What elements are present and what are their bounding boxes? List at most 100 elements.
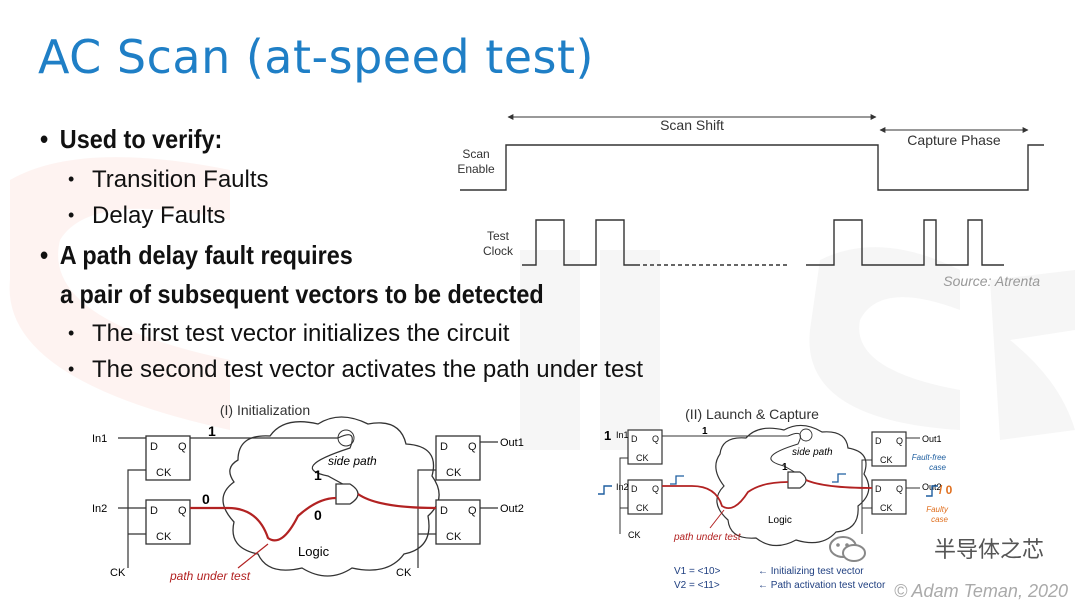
flop-ck-label: CK <box>636 503 649 513</box>
flop-ck-label: CK <box>880 503 893 513</box>
flop-d-label: D <box>150 505 158 517</box>
scan-shift-label: Scan Shift <box>660 117 724 133</box>
fault-value: / 0 <box>939 483 952 497</box>
test-clock-label-2: Clock <box>483 244 514 258</box>
side-path-label: side path <box>328 454 377 468</box>
ck-label-right: CK <box>396 567 412 579</box>
value-top: 1 <box>702 426 708 437</box>
bullet-2-text: A path delay fault requires <box>59 240 353 270</box>
scan-enable-label-1: Scan <box>462 147 489 161</box>
value-top: 1 <box>208 423 216 439</box>
flop-left-2 <box>145 499 191 545</box>
value-gate: 1 <box>782 462 788 473</box>
sub-bullet-2-2: •The second test vector activates the pa… <box>68 356 643 383</box>
timing-diagram: Scan Shift Capture Phase Scan Enable Tes… <box>457 114 1044 289</box>
and-gate <box>335 483 359 505</box>
side-path-wire <box>311 434 353 489</box>
flop-q-label: Q <box>178 505 187 517</box>
side-path-wire <box>770 432 801 475</box>
path-under-test-wire <box>190 496 337 542</box>
and-gate <box>787 471 807 489</box>
flop-q-label: Q <box>468 441 477 453</box>
flop-ck-label: CK <box>156 531 172 543</box>
value-gate-in: 1 <box>314 467 322 483</box>
value-in1: 1 <box>604 428 611 443</box>
background-watermark <box>9 157 1075 450</box>
flop-d-label: D <box>631 484 638 494</box>
bullet-1-text: Used to verify: <box>59 124 223 154</box>
ck-label-left: CK <box>110 567 126 579</box>
flop-d-label: D <box>440 441 448 453</box>
flop-d-label: D <box>150 441 158 453</box>
flop-ck-label: CK <box>156 467 172 479</box>
v1-label: V1 = <10> <box>674 566 721 577</box>
launch-capture-caption: (II) Launch & Capture <box>685 406 819 422</box>
flop-right-2 <box>871 479 907 515</box>
path-under-test-pointer <box>237 543 269 569</box>
flop-right-2 <box>435 499 481 545</box>
test-clock-waveform-2 <box>806 219 1004 266</box>
path-under-test-wire <box>662 481 789 510</box>
ck-label: CK <box>628 530 641 540</box>
side-path-label: side path <box>792 447 833 458</box>
in2-transition-icon <box>598 485 612 495</box>
flop-q-label: Q <box>652 484 659 494</box>
flop-right-1 <box>871 431 907 467</box>
transition-icon <box>832 473 846 483</box>
brand-watermark: 半导体之芯 <box>933 538 1044 563</box>
side-path-icon <box>799 428 813 442</box>
flop-ck-label: CK <box>446 467 462 479</box>
logic-cloud <box>222 416 440 577</box>
source-label: Source: Atrenta <box>943 273 1040 289</box>
faulty-label-1: Faulty <box>926 505 949 514</box>
path-to-out2-wire <box>357 493 437 510</box>
in2-label: In2 <box>616 482 629 492</box>
out1-label: Out1 <box>922 434 942 444</box>
flop-d-label: D <box>875 436 882 446</box>
fault-free-transition-icon <box>926 485 938 497</box>
fault-free-label-1: Fault-free <box>912 453 947 462</box>
sub-bullet-2-1-text: The first test vector initializes the ci… <box>92 320 510 347</box>
scan-enable-label-2: Enable <box>457 162 495 176</box>
path-under-test-label: path under test <box>673 532 742 543</box>
out2-label: Out2 <box>500 503 524 515</box>
flop-ck-label: CK <box>446 531 462 543</box>
flop-q-label: Q <box>468 505 477 517</box>
sub-bullet-1-2-text: Delay Faults <box>92 202 226 229</box>
wechat-icon <box>829 536 866 562</box>
capture-phase-label: Capture Phase <box>907 132 1001 148</box>
out1-label: Out1 <box>500 437 524 449</box>
bullet-2-continued: a pair of subsequent vectors to be detec… <box>60 279 544 309</box>
sub-bullet-1-1: •Transition Faults <box>68 166 269 193</box>
flop-d-label: D <box>875 484 882 494</box>
sub-bullet-1-2: •Delay Faults <box>68 202 226 229</box>
flop-q-label: Q <box>896 436 903 446</box>
side-path-icon <box>337 429 355 447</box>
flop-d-label: D <box>631 434 638 444</box>
flop-left-1 <box>627 429 663 465</box>
in1-label: In1 <box>616 430 629 440</box>
sub-bullet-1-1-text: Transition Faults <box>92 166 269 193</box>
logic-label: Logic <box>298 544 330 559</box>
launch-capture-diagram: (II) Launch & Capture D Q CK D Q CK D Q … <box>598 406 952 591</box>
flop-ck-label: CK <box>880 455 893 465</box>
fault-free-label-2: case <box>929 463 946 472</box>
path-under-test-pointer <box>709 509 725 529</box>
flop-q-label: Q <box>178 441 187 453</box>
in2-label: In2 <box>92 503 107 515</box>
v2-note: ← Path activation test vector <box>758 580 886 591</box>
slide-title: AC Scan (at-speed test) <box>38 30 594 84</box>
scan-enable-waveform <box>460 144 1044 191</box>
path-under-test-label: path under test <box>169 569 251 583</box>
sub-bullet-2-2-text: The second test vector activates the pat… <box>92 356 643 383</box>
transition-icon <box>670 475 684 485</box>
flop-d-label: D <box>440 505 448 517</box>
flop-right-1 <box>435 435 481 481</box>
flop-left-1 <box>145 435 191 481</box>
v2-label: V2 = <11> <box>674 580 720 591</box>
v1-note: ← Initializing test vector <box>758 566 864 577</box>
test-clock-label-1: Test <box>487 229 510 243</box>
flop-left-2 <box>627 479 663 515</box>
flop-ck-label: CK <box>636 453 649 463</box>
